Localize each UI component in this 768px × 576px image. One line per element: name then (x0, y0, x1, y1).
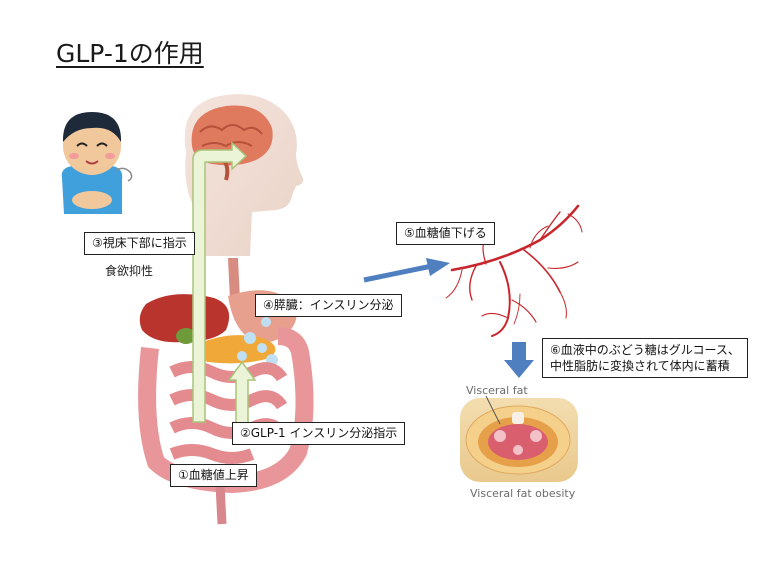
gallbladder (176, 328, 196, 344)
boy-illustration (61, 112, 133, 214)
blue-arrow-to-vessels (363, 258, 450, 283)
label-step6-line2: 中性脂肪に変換されて体内に蓄積 (550, 359, 730, 373)
label-step1: ①血糖値上昇 (170, 464, 257, 487)
label-step4: ④膵臓：インスリン分泌 (255, 294, 402, 317)
label-appetite: 食欲抑性 (105, 264, 154, 278)
blue-arrow-down (504, 342, 534, 378)
label-step6: ⑥血液中のぶどう糖はグルコース、 中性脂肪に変換されて体内に蓄積 (542, 338, 748, 378)
label-step5: ⑤血糖値下げる (396, 222, 495, 245)
page-title: GLP-1の作用 (56, 39, 204, 68)
green-arrow-to-brain (192, 141, 248, 423)
label-step6-line1: ⑥血液中のぶどう糖はグルコース、 (550, 343, 740, 357)
visceral-fat-image (460, 395, 578, 482)
blood-vessels (445, 204, 583, 337)
fat-bottom-label: Visceral fat obesity (470, 487, 576, 500)
insulin-droplets (237, 317, 278, 366)
label-step2: ②GLP-1 インスリン分泌指示 (232, 422, 406, 445)
label-step3: ③視床下部に指示 (84, 232, 195, 255)
fat-top-label: Visceral fat (466, 384, 528, 397)
esophagus (228, 258, 240, 300)
liver (139, 294, 230, 343)
pancreas (196, 335, 276, 364)
